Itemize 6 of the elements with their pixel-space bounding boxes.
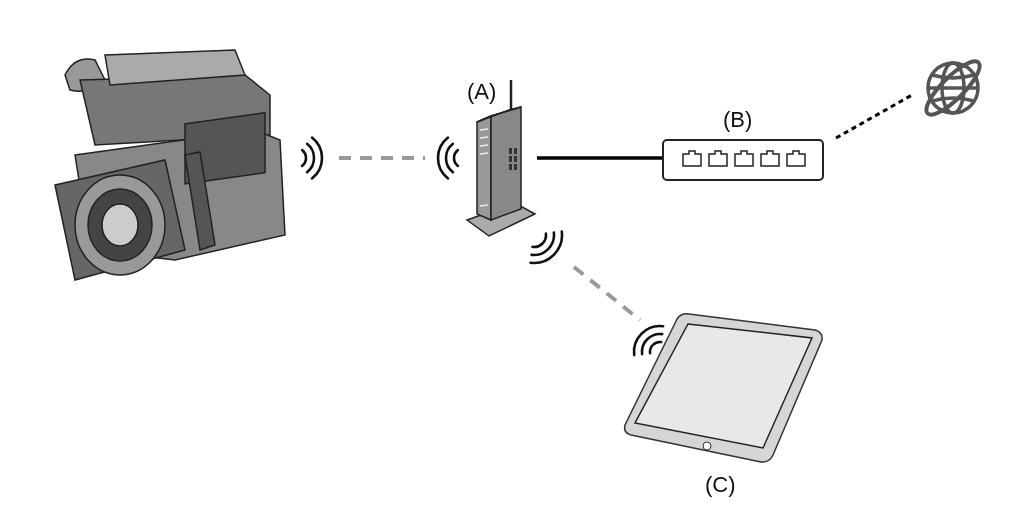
cable-line xyxy=(537,156,663,160)
device-label: (A) xyxy=(467,80,497,104)
dashed-connection-line xyxy=(835,93,913,140)
device-label: (B) xyxy=(723,108,753,132)
device-label: (C) xyxy=(705,473,736,497)
dashed-connection-line xyxy=(572,265,642,322)
